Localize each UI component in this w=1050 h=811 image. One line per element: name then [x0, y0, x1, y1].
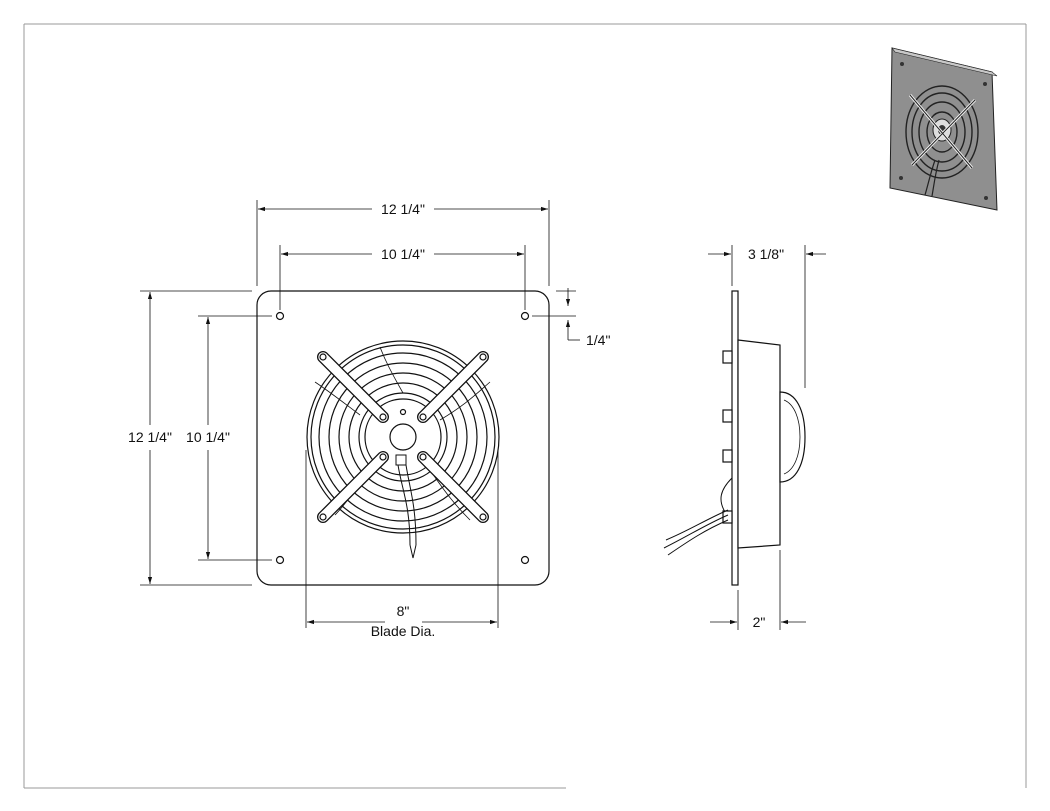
- dim-hole-inset: 1/4": [586, 332, 610, 348]
- dim-hole-spacing-height: 10 1/4": [186, 429, 230, 445]
- side-flange: [731, 290, 739, 586]
- mounting-plate: [256, 290, 550, 586]
- side-bolts: [722, 350, 733, 524]
- dim-blade-diameter-label: Blade Dia.: [371, 623, 436, 639]
- motor-shaft: [389, 423, 417, 451]
- side-dimension-labels: 3 1/8" 2": [748, 246, 784, 630]
- dim-flange-to-motor: 2": [753, 614, 766, 630]
- dim-overall-height: 12 1/4": [128, 429, 172, 445]
- sheet-border: [23, 23, 1027, 789]
- dim-overall-width: 12 1/4": [381, 201, 425, 217]
- power-cord: [395, 454, 417, 559]
- side-cord: [663, 477, 733, 556]
- side-dimensions: [708, 245, 826, 630]
- side-motor-housing: [737, 339, 781, 549]
- fan-guard: [306, 340, 500, 534]
- front-dimensions: [140, 200, 580, 625]
- side-motor-cap: [779, 391, 806, 483]
- dim-hole-spacing-width: 10 1/4": [381, 246, 425, 262]
- dim-blade-diameter-value: 8": [397, 603, 410, 619]
- support-arms: [317, 351, 489, 523]
- front-view: [256, 290, 550, 628]
- dim-overall-depth: 3 1/8": [748, 246, 784, 262]
- side-view: [663, 290, 806, 586]
- mounting-holes: [275, 311, 530, 565]
- fan-isometric-icon: [889, 47, 998, 211]
- front-dimension-labels: 12 1/4" 10 1/4" 12 1/4" 10 1/4" 1/4" 8" …: [128, 201, 610, 639]
